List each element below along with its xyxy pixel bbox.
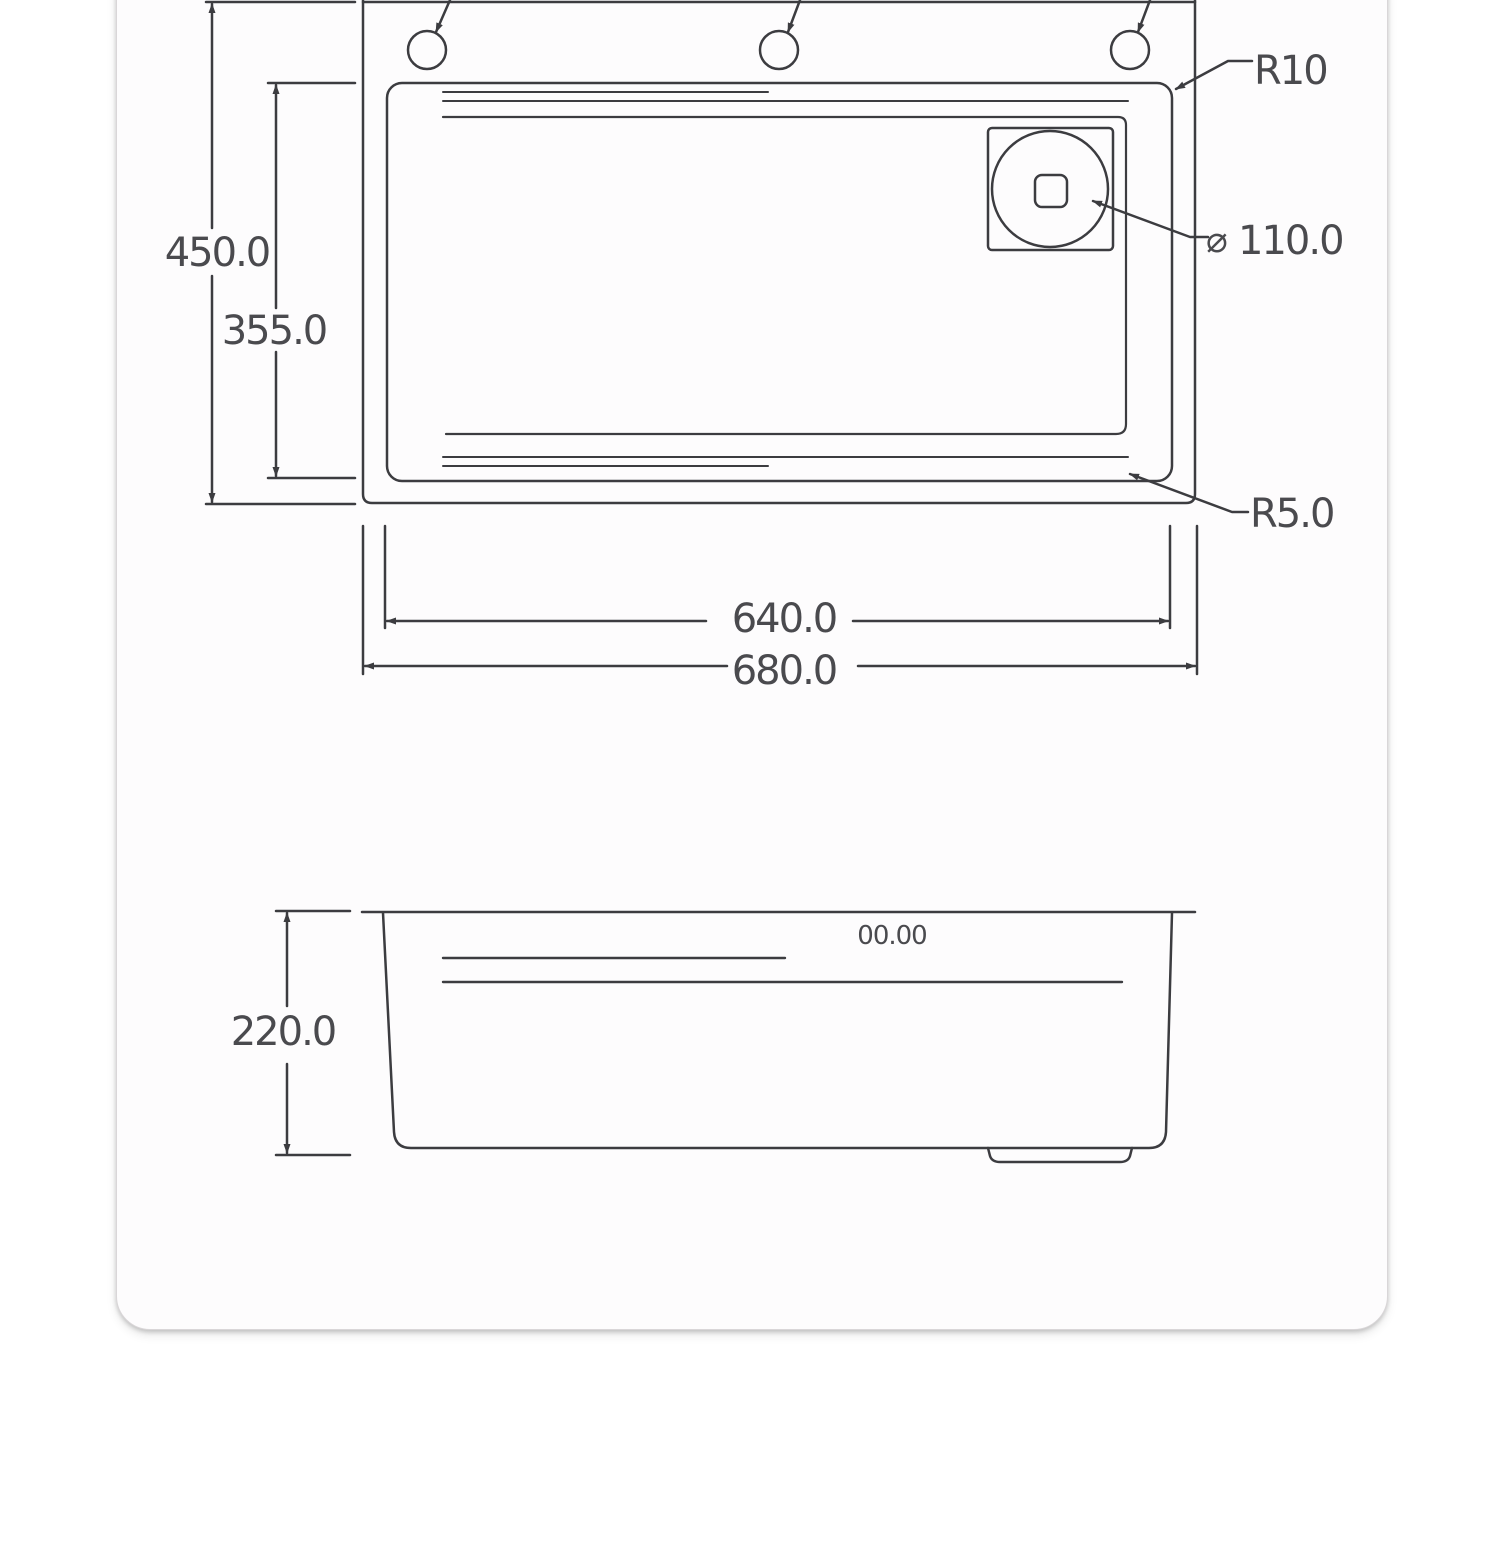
faucet-hole-right — [1109, 29, 1151, 71]
dim-total-width-label: 680.0 — [732, 648, 837, 694]
sink-outer-outline — [361, 0, 1197, 505]
side-view — [274, 909, 1197, 1164]
drain-circle — [990, 129, 1110, 249]
dim-side-height-label: 220.0 — [231, 1009, 336, 1055]
dim-bowl-depth-label: 355.0 — [222, 308, 327, 354]
corner-radius-inner-label: R5.0 — [1250, 491, 1333, 537]
sink-bowl-outline — [385, 81, 1174, 483]
dim-bowl-width-label: 640.0 — [732, 596, 837, 642]
drain-diameter-label: 110.0 — [1238, 218, 1343, 264]
drain-plate — [986, 126, 1115, 252]
side-bowl-outline — [381, 911, 1174, 1150]
drain-center-square — [1033, 173, 1069, 209]
faucet-hole-middle — [758, 29, 800, 71]
top-view — [204, 0, 1254, 676]
dim-total-depth-label: 450.0 — [165, 230, 270, 276]
side-marking-label: 00.00 — [857, 921, 926, 951]
faucet-hole-left — [406, 29, 448, 71]
diameter-symbol: ⌀ — [1206, 220, 1227, 261]
corner-radius-outer-label: R10 — [1254, 48, 1327, 94]
side-drain-outline — [986, 1146, 1134, 1164]
